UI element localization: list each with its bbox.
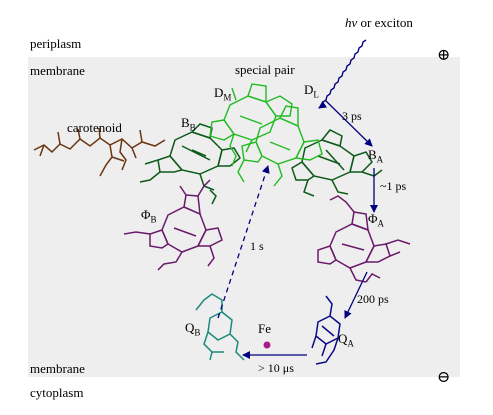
excitation-text: or exciton (357, 15, 413, 30)
bacteriochlorophyll-ba (291, 129, 383, 197)
time-label-200ps: 200 ps (357, 292, 389, 306)
arrow-dl-to-ba (324, 99, 373, 147)
carotenoid-molecule (33, 127, 166, 177)
membrane-band (28, 57, 460, 377)
pheophytin-phia (317, 195, 411, 283)
special-pair-molecule (209, 83, 323, 187)
label-phia: ΦA (368, 211, 385, 229)
label-ba: BA (368, 147, 384, 165)
label-dm: DM (214, 85, 232, 103)
time-label-10us: > 10 μs (258, 361, 294, 375)
label-periplasm: periplasm (30, 36, 82, 51)
negative-charge-icon: ⊖ (437, 369, 451, 386)
positive-charge-icon: ⊕ (437, 47, 451, 64)
label-phib: ΦB (141, 207, 157, 225)
label-special-pair: special pair (235, 62, 295, 77)
label-membrane-top: membrane (30, 63, 85, 78)
fe-atom (263, 341, 271, 349)
label-membrane-bottom: membrane (30, 361, 85, 376)
label-qb: QB (185, 320, 201, 338)
label-carotenoid: carotenoid (67, 120, 122, 135)
time-label-1ps: ~1 ps (380, 179, 407, 193)
label-cytoplasm: cytoplasm (30, 385, 84, 400)
excitation-symbol: hν (345, 15, 358, 30)
photon-arrow (318, 39, 367, 109)
time-label-3ps: 3 ps (342, 109, 362, 123)
label-qa: QA (338, 331, 354, 349)
label-fe: Fe (258, 321, 271, 336)
label-bb: BB (181, 115, 196, 133)
quinone-qa (311, 295, 341, 365)
time-label-1s: 1 s (250, 239, 264, 253)
pheophytin-phib (123, 179, 223, 271)
label-dl: DL (304, 82, 319, 100)
label-excitation: hν or exciton (345, 16, 413, 29)
arrow-phia-to-qa (344, 271, 368, 319)
